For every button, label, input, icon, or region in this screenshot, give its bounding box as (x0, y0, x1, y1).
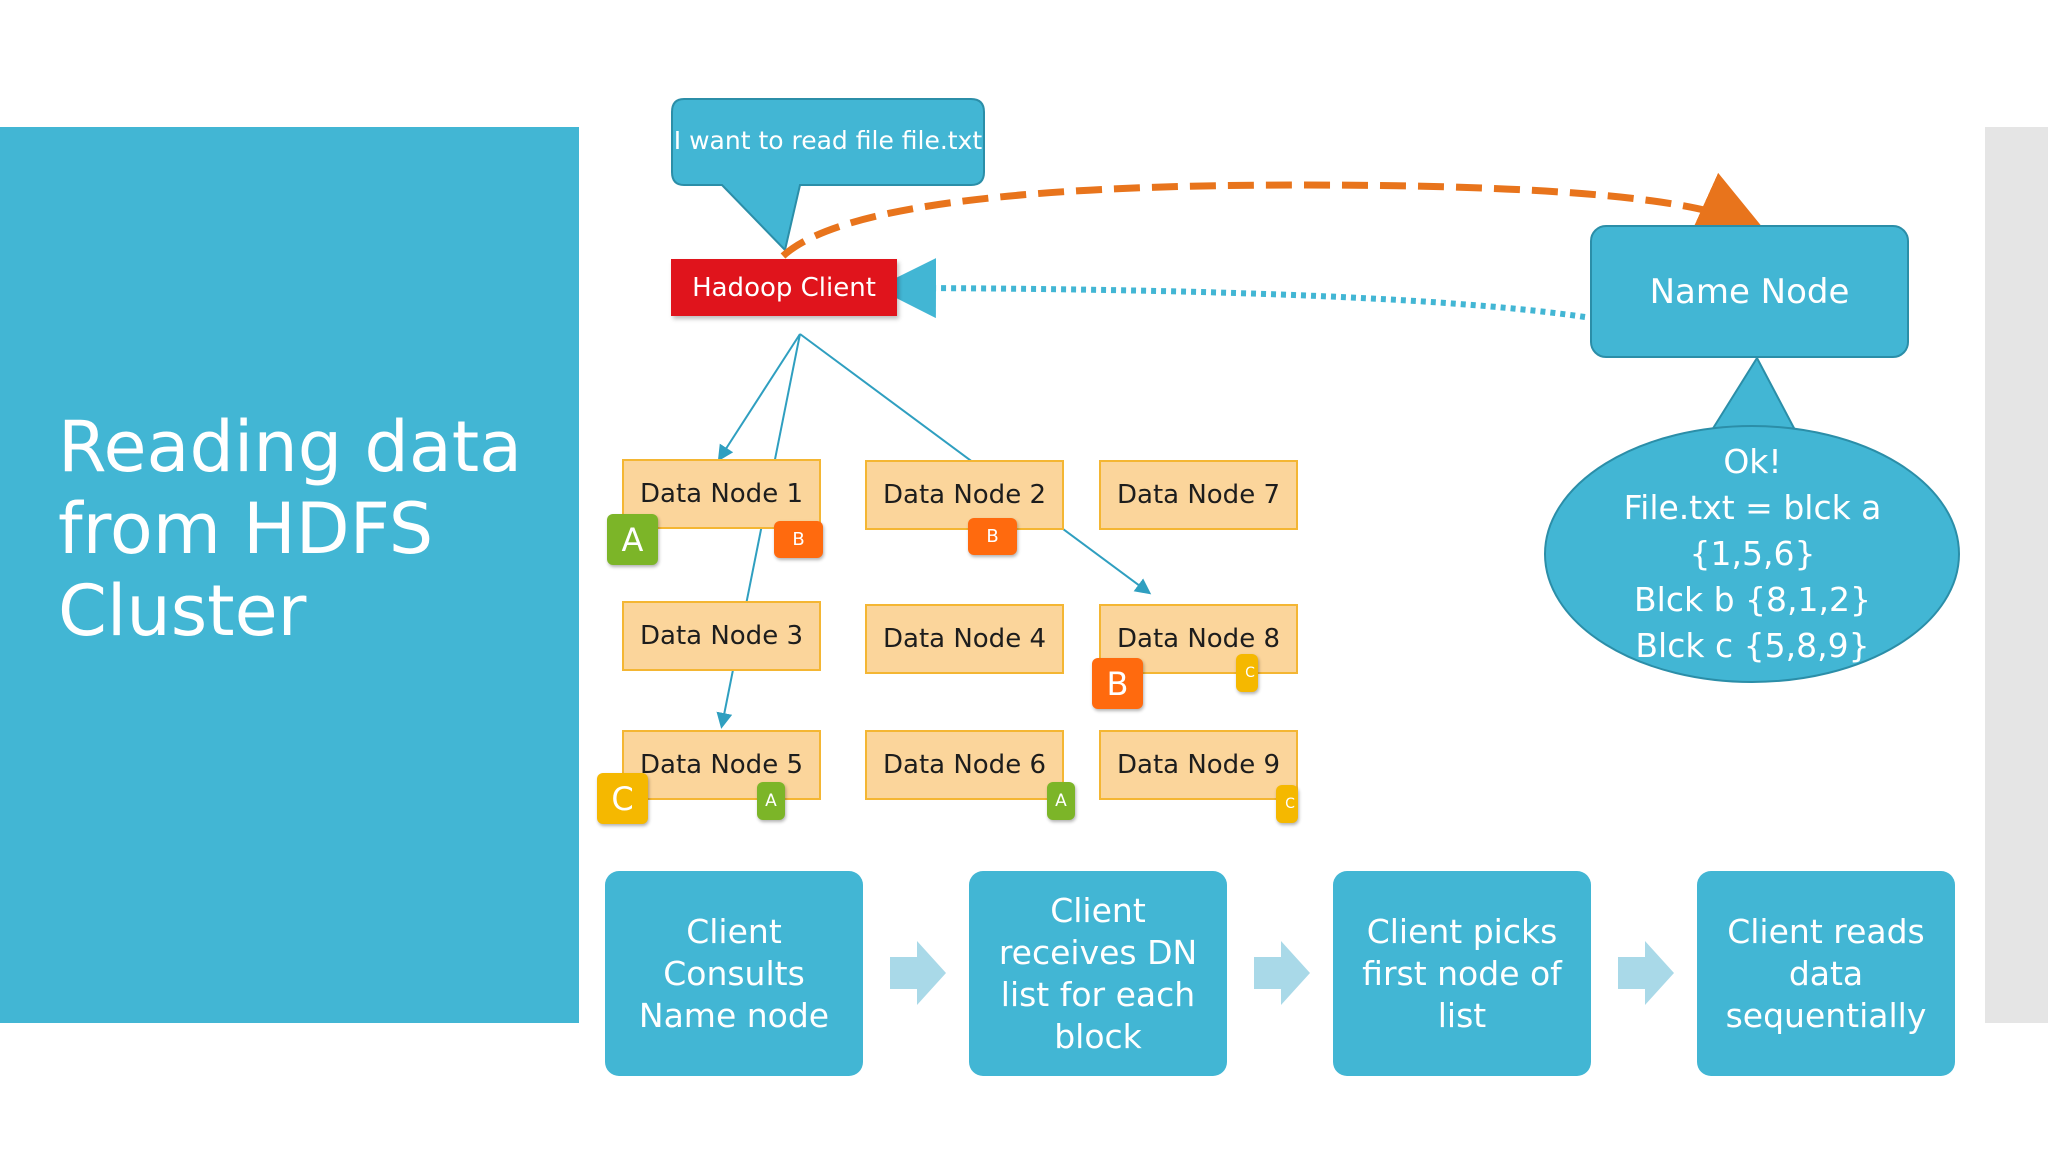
step-consult-name-node: Client Consults Name node (605, 871, 863, 1076)
block-a-marker: A (607, 514, 658, 565)
step-arrow-1 (890, 941, 946, 1005)
reply-line-block-a-nodes: {1,5,6} (1689, 534, 1816, 573)
data-node-2: Data Node 2 (865, 460, 1064, 530)
hadoop-client-node: Hadoop Client (671, 259, 897, 316)
name-node-reply-text: Ok! File.txt = blck a {1,5,6} Blck b {8,… (1555, 438, 1950, 670)
data-node-7: Data Node 7 (1099, 460, 1298, 530)
client-callout-bubble (671, 98, 985, 253)
response-arrow (876, 258, 1586, 320)
right-margin-strip (1985, 127, 2048, 1023)
step-pick-first-node: Client picks first node of list (1333, 871, 1591, 1076)
name-node-reply-tail (1710, 355, 1797, 431)
title-panel (0, 127, 579, 1023)
block-a-marker: A (1047, 782, 1075, 820)
data-node-5: Data Node 5 (622, 730, 821, 800)
request-arrow (780, 172, 1768, 259)
block-b-marker: B (774, 521, 823, 558)
reply-line-block-c: Blck c {5,8,9} (1635, 626, 1870, 665)
data-node-6: Data Node 6 (865, 730, 1064, 800)
reply-line-block-b: Blck b {8,1,2} (1634, 580, 1871, 619)
block-c-marker: C (597, 773, 648, 824)
reply-line-ok: Ok! (1723, 442, 1782, 481)
name-node-box: Name Node (1590, 225, 1909, 358)
data-node-4: Data Node 4 (865, 604, 1064, 674)
step-receive-dn-list: Client receives DN list for each block (969, 871, 1227, 1076)
block-b-marker: B (1092, 658, 1143, 709)
data-node-3: Data Node 3 (622, 601, 821, 671)
block-a-marker: A (757, 782, 785, 820)
step-arrow-2 (1254, 941, 1310, 1005)
client-callout-text: I want to read file file.txt (673, 126, 983, 155)
block-b-marker: B (968, 518, 1017, 555)
slide-title: Reading data from HDFS Cluster (58, 406, 523, 652)
read-arrow-node-1 (717, 333, 801, 462)
step-arrow-3 (1618, 941, 1674, 1005)
data-node-9: Data Node 9 (1099, 730, 1298, 800)
block-c-marker: C (1236, 654, 1258, 692)
name-node-reply-bubble (1544, 425, 1960, 683)
step-read-sequentially: Client reads data sequentially (1697, 871, 1955, 1076)
block-c-marker: C (1276, 785, 1298, 823)
reply-line-block-a: File.txt = blck a (1623, 488, 1882, 527)
